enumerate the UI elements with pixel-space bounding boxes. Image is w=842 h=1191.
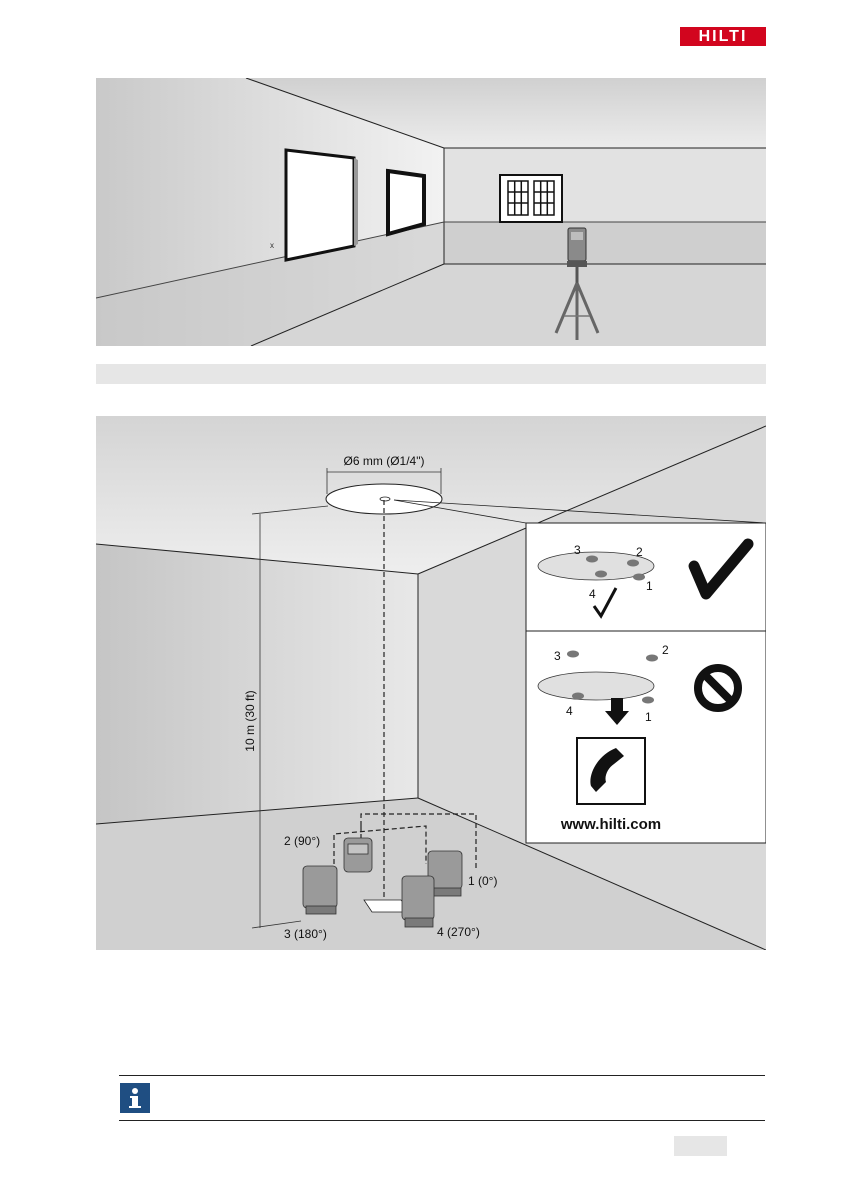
- website-label: www.hilti.com: [560, 816, 661, 833]
- inset-ok-num-3: 3: [574, 543, 581, 557]
- info-icon: [120, 1083, 150, 1113]
- inset-fail-num-3: 3: [554, 649, 561, 663]
- inset-ok-panel: 3 2 1 4: [526, 523, 766, 631]
- inset-ok-num-2: 2: [636, 545, 643, 559]
- inset-fail-num-1: 1: [645, 710, 652, 724]
- height-label: 10 m (30 ft): [243, 690, 257, 751]
- logo-text: HILTI: [699, 28, 748, 46]
- inset-fail-num-4: 4: [566, 704, 573, 718]
- info-divider-bottom: [119, 1120, 765, 1121]
- laser-unit-icon: [303, 866, 337, 914]
- phone-box: [577, 738, 645, 804]
- inset-ok-num-4: 4: [589, 587, 596, 601]
- position-label-2: 2 (90°): [284, 834, 320, 848]
- position-label-4: 4 (270°): [437, 925, 480, 939]
- figure-room-laser: x: [96, 78, 766, 346]
- svg-text:x: x: [270, 241, 274, 250]
- position-label-1: 1 (0°): [468, 874, 497, 888]
- inset-fail-panel: 3 2 4 1 www.hilti.com: [526, 631, 766, 843]
- diameter-label: Ø6 mm (Ø1/4"): [344, 454, 425, 468]
- laser-unit-icon: [344, 838, 372, 872]
- info-divider-top: [119, 1075, 765, 1076]
- laser-unit-icon: [402, 876, 434, 927]
- figure-plumb-check: Ø6 mm (Ø1/4") 10 m (30 ft) 2 (90°) 1 (0°…: [96, 416, 766, 950]
- position-label-3: 3 (180°): [284, 927, 327, 941]
- page-number-box: [674, 1136, 727, 1156]
- inset-fail-num-2: 2: [662, 643, 669, 657]
- hilti-logo: HILTI: [680, 27, 766, 46]
- inset-ok-num-1: 1: [646, 579, 653, 593]
- section-bar: [96, 364, 766, 384]
